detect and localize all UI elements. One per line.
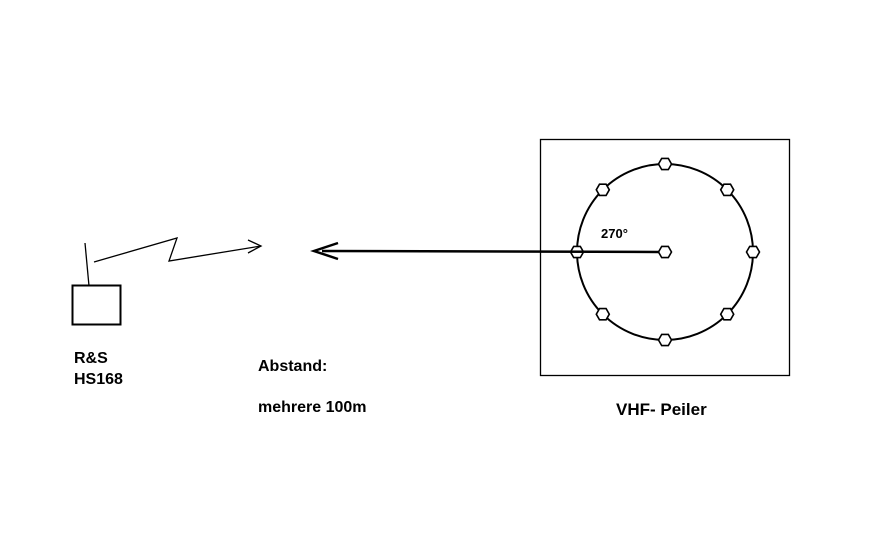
antenna-element-northwest-icon	[595, 183, 611, 197]
distance-label: Abstand:	[258, 358, 327, 375]
df-caption: VHF- Peiler	[616, 400, 707, 419]
transmitter-box	[71, 284, 122, 326]
df-enclosure-frame	[539, 138, 791, 377]
antenna-element-southeast-icon	[719, 307, 735, 321]
distance-value: mehrere 100m	[258, 399, 367, 416]
antenna-element-north-icon	[657, 157, 673, 171]
antenna-element-south-icon	[657, 333, 673, 347]
antenna-element-east-icon	[745, 245, 761, 259]
antenna-element-northeast-icon	[719, 183, 735, 197]
bearing-angle-label: 270°	[601, 226, 628, 241]
antenna-element-center-icon	[657, 245, 673, 259]
transmitter-label-line1: R&S	[74, 350, 108, 367]
bearing-arrowhead-icon	[310, 241, 339, 261]
signal-zigzag-line	[93, 237, 262, 263]
bearing-arrow-shaft	[321, 249, 660, 254]
transmitter-label-line2: HS168	[74, 371, 123, 388]
antenna-mast-line	[84, 242, 90, 287]
signal-zigzag-arrowhead-icon	[247, 239, 263, 254]
antenna-element-southwest-icon	[595, 307, 611, 321]
